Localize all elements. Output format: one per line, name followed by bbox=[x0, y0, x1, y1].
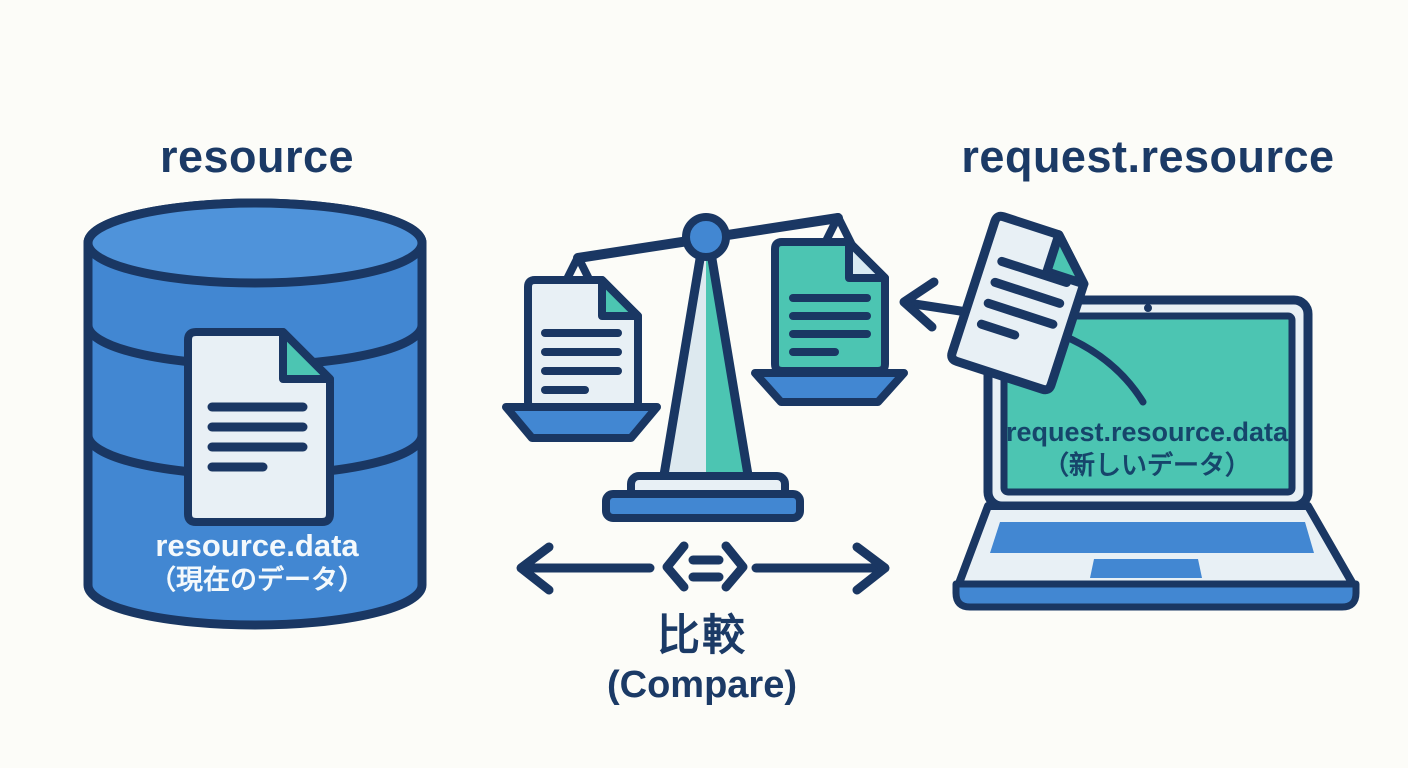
laptop-screen-label-line2: （新しいデータ） bbox=[1042, 450, 1251, 480]
database-data-label: resource.data （現在のデータ） bbox=[149, 530, 365, 594]
resource-title: resource bbox=[159, 131, 355, 182]
compare-caption-english: (Compare) bbox=[606, 664, 798, 706]
right-pan-document-icon bbox=[771, 238, 889, 375]
laptop-base bbox=[952, 580, 1360, 611]
stored-document-text-lines bbox=[207, 402, 308, 472]
laptop-screen bbox=[1000, 312, 1296, 496]
right-arrow-icon bbox=[751, 542, 890, 595]
scale-pivot bbox=[682, 213, 730, 261]
database-data-label-line1: resource.data bbox=[155, 528, 359, 563]
webcam-icon bbox=[1144, 304, 1152, 312]
left-arrow-icon bbox=[516, 542, 655, 595]
laptop-icon bbox=[952, 295, 1360, 611]
laptop-screen-label-line1: request.resource.data bbox=[1005, 417, 1289, 447]
scale-column bbox=[658, 248, 754, 486]
compare-caption-japanese: 比較 bbox=[657, 612, 747, 660]
stored-document-icon bbox=[184, 328, 334, 526]
laptop-keyboard bbox=[990, 522, 1314, 553]
laptop-screen-label: request.resource.data （新しいデータ） bbox=[1005, 417, 1289, 480]
balance-scale-icon bbox=[502, 213, 908, 522]
request-resource-title: request.resource bbox=[961, 131, 1335, 182]
scale-right-pan bbox=[751, 369, 908, 406]
scale-left-pan bbox=[502, 403, 661, 442]
laptop-trackpad bbox=[1090, 559, 1202, 578]
drop-swoosh bbox=[1058, 331, 1147, 406]
scale-base bbox=[602, 490, 804, 522]
left-pan-document-icon bbox=[524, 276, 642, 413]
database-data-label-line2: （現在のデータ） bbox=[149, 565, 365, 595]
compare-arrows bbox=[516, 541, 890, 595]
incoming-document-icon bbox=[947, 211, 1089, 395]
compare-caption: 比較 (Compare) bbox=[606, 612, 798, 706]
equals-symbol-icon bbox=[662, 541, 748, 592]
